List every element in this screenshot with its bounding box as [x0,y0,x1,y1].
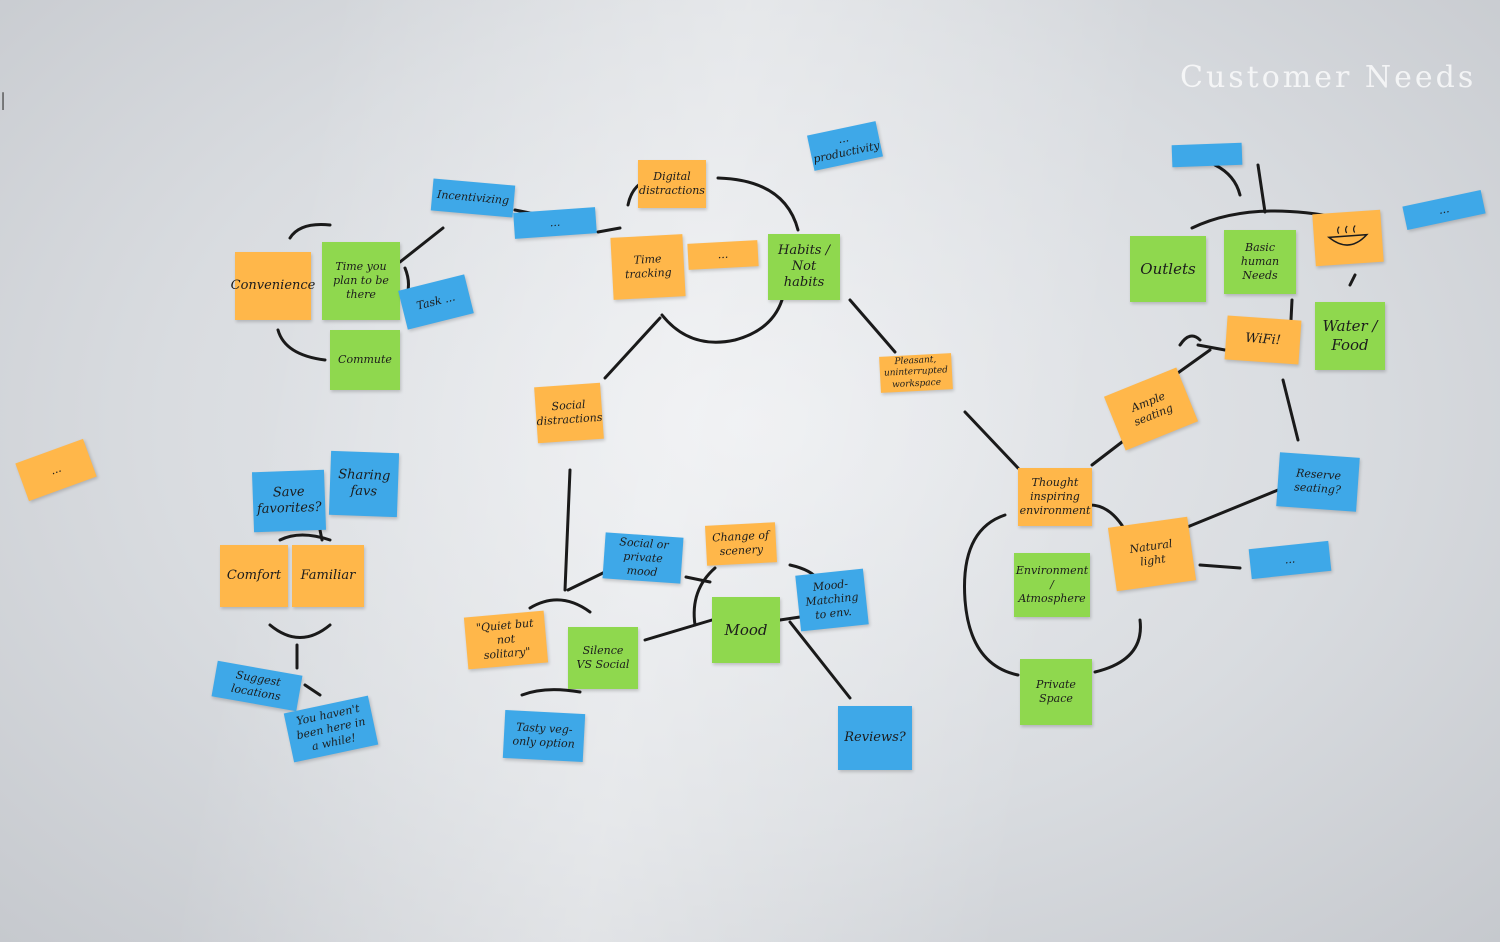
arc-bottom-center [660,298,784,344]
line-to-pleasant [848,298,897,354]
sticky-environment-atmosphere: Environment / Atmosphere [1014,553,1090,617]
line-social-down [563,468,572,592]
line-to-social-distractions [603,316,662,380]
sticky-private-space: Private Space [1020,659,1092,725]
line-wifi-left [1196,343,1227,352]
sticky-wifi: WiFi! [1224,315,1302,365]
sticky-reviews: Reviews? [838,706,912,770]
sticky-change-of-scenery: Change of scenery [705,522,777,566]
sticky-convenience: Convenience [231,252,315,320]
sticky-commute: Commute [330,330,400,390]
line-natural-reserve [1178,486,1285,532]
line-private-mood [684,575,712,584]
sticky-comfort: Comfort [220,545,288,607]
arc-digital-right [716,176,800,232]
sticky-basic-human-needs: Basic human Needs [1224,230,1296,294]
marker-scribble-left: | [0,90,7,111]
sticky-quiet-not-solitary: "Quiet but not solitary" [463,610,549,670]
arc-mood-left [692,566,717,627]
line-wifi-reserve [1281,378,1300,442]
arc-comfort-bottom [268,623,332,639]
sticky-blue-topright [1171,142,1243,168]
sticky-natural-light: Natural light [1107,516,1197,592]
sticky-familiar: Familiar [292,545,364,607]
arc-env-right [1093,618,1142,674]
line-social-private [566,570,607,592]
arc-tasty [520,688,582,697]
sticky-tasty-veg: Tasty veg-only option [502,709,586,763]
sticky-social-private-mood: Social or private mood [602,532,684,584]
line-to-thought [963,410,1020,470]
sticky-save-favorites: Save favorites? [251,469,327,533]
line-to-incentivizing [398,226,445,264]
sticky-mood: Mood [712,597,780,663]
sticky-digital-distractions: Digital distractions [638,160,706,208]
sticky-sharing-favs: Sharing favs [328,450,400,518]
arc-comfort-top [278,533,332,542]
sticky-thought-inspiring: Thought inspiring environment [1018,468,1092,526]
soup-bowl-icon [1326,225,1369,246]
sticky-food-drawing [1312,209,1384,267]
sticky-water-food: Water / Food [1315,302,1385,370]
line-mood-matching [778,615,802,622]
line-blue-top-center [596,226,622,234]
sticky-time-you-plan: Time you plan to be there [322,242,400,320]
line-topright-down [1256,163,1267,214]
arc-wifi-left [1178,334,1202,347]
sticky-mood-matching: Mood-Matching to env. [795,568,869,632]
faded-heading: Customer Needs [1180,60,1477,95]
sticky-time-tracking: Time tracking [610,234,686,300]
line-blue-topright [1213,163,1242,197]
line-to-reviews [788,620,852,700]
sticky-reserve-seating: Reserve seating? [1276,452,1360,512]
sticky-pleasant-workspace: Pleasant, uninterrupted workspace [879,353,953,393]
arrow-food [1348,273,1357,287]
line-silence-mood [643,618,714,642]
sticky-orange-center: ... [687,240,759,270]
sticky-silence-vs-social: Silence VS Social [568,627,638,689]
sticky-social-distractions: Social distractions [534,382,604,444]
line-suggest-havent [303,683,322,697]
sticky-outlets: Outlets [1130,236,1206,302]
line-natural-blue [1198,563,1242,570]
arc-env-left [963,513,1020,677]
line-thought-ample [1090,440,1124,467]
arc-convenience-top [288,223,332,240]
sticky-habits: Habits / Not habits [768,234,840,300]
arc-quiet-silence [528,598,592,614]
arc-commute-left [276,328,327,362]
